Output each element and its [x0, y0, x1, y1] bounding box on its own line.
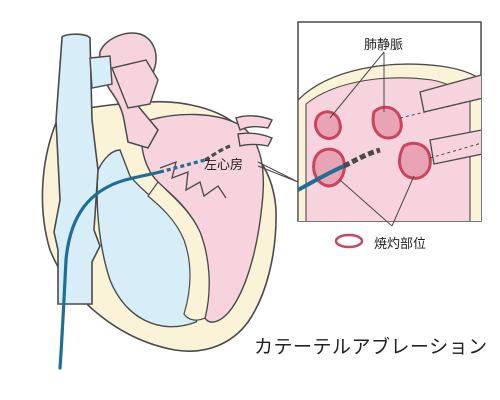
ablation-site-leaders — [339, 175, 415, 227]
zoom-catheter — [298, 164, 346, 192]
ablation-site-label: 焼灼部位 — [374, 237, 427, 252]
ablation-lesions — [312, 105, 432, 188]
pulmonary-vein-label: 肺静脈 — [364, 38, 404, 53]
heart-illustration — [41, 32, 277, 352]
diagram-title: カテーテルアブレーション — [254, 336, 488, 358]
pulmonary-vein-leaders — [329, 51, 385, 119]
catheter-tip — [204, 144, 231, 162]
zoom-vein-dashes — [399, 98, 481, 159]
left-atrium-label: 左心房 — [204, 158, 244, 173]
catheter-dashed-section — [159, 158, 206, 174]
lesion-right-lower — [398, 141, 432, 180]
pulmonary-vein-stubs — [235, 115, 273, 147]
catheter — [58, 144, 231, 370]
zoom-catheter-tip — [342, 147, 381, 169]
catheter-body — [58, 170, 162, 370]
lesion-left-upper — [314, 110, 342, 140]
left-atrial-appendage — [111, 59, 159, 109]
zoom-pulmonary-vein-lower — [429, 129, 481, 165]
lesion-right-upper — [371, 105, 403, 140]
septum — [147, 181, 210, 321]
zoom-panel — [297, 21, 482, 249]
aorta — [89, 55, 113, 89]
vena-cava — [53, 33, 101, 305]
ablation-legend-marker — [334, 233, 364, 249]
zoom-pulmonary-vein-upper — [419, 74, 481, 113]
